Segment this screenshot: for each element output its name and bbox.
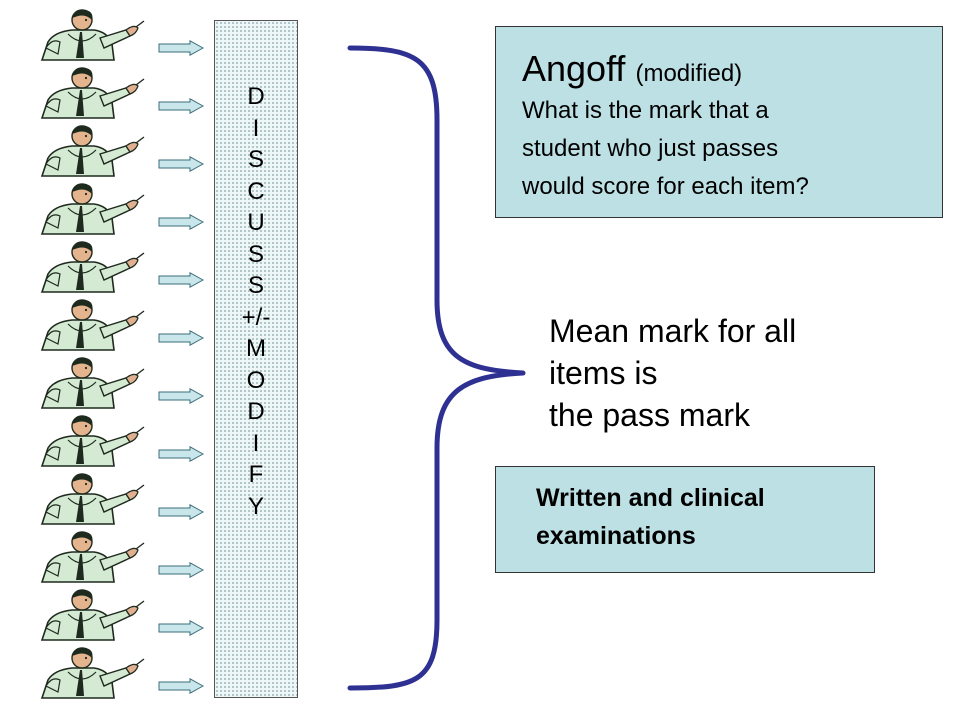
judge-presenter-icon xyxy=(38,472,146,526)
judge-presenter-icon xyxy=(38,530,146,584)
angoff-title-suffix: (modified) xyxy=(635,60,743,87)
discuss-letter: C xyxy=(247,177,265,205)
discuss-letter: S xyxy=(247,146,264,173)
right-arrow-icon xyxy=(158,387,205,405)
right-arrow-icon xyxy=(158,155,205,173)
discuss-letter: U xyxy=(247,209,265,236)
angoff-question-line: student who just passes xyxy=(522,135,779,162)
plus-minus-label: +/- xyxy=(241,303,271,331)
right-arrow-icon xyxy=(158,271,205,289)
angoff-box: Angoff (modified) What is the mark that … xyxy=(495,26,943,218)
discuss-letter: S xyxy=(247,272,264,299)
discuss-modify-column: D I S C U S S +/- M O D I F Y xyxy=(214,20,298,698)
angoff-title-text: Angoff xyxy=(522,48,626,89)
angoff-question-line: What is the mark that a xyxy=(522,97,769,124)
result-line: the pass mark xyxy=(549,397,750,433)
exam-line: examinations xyxy=(536,522,696,550)
right-arrow-icon xyxy=(158,39,205,57)
modify-letter: Y xyxy=(247,492,264,520)
discuss-letter: I xyxy=(252,114,260,142)
discuss-letter: D xyxy=(247,83,265,110)
judge-presenter-icon xyxy=(38,356,146,410)
discuss-letter: S xyxy=(247,240,264,268)
judge-presenter-icon xyxy=(38,298,146,352)
discuss-modify-letters: D I S C U S S +/- M O D I F Y xyxy=(215,81,297,522)
angoff-question-line: would score for each item? xyxy=(522,173,809,200)
brace-path xyxy=(347,45,526,691)
right-arrow-icon xyxy=(158,561,205,579)
exam-text: Written and clinical examinations xyxy=(536,479,854,555)
modify-letter: O xyxy=(246,366,266,394)
judge-presenter-icon xyxy=(38,646,146,700)
right-arrow-icon xyxy=(158,503,205,521)
right-arrow-icon xyxy=(158,329,205,347)
judge-presenter-icon xyxy=(38,414,146,468)
judge-presenter-icon xyxy=(38,588,146,642)
judge-presenter-icon xyxy=(38,66,146,120)
exam-line: Written and clinical xyxy=(536,484,765,512)
modify-letter: D xyxy=(247,398,265,425)
right-arrow-icon xyxy=(158,445,205,463)
angoff-question: What is the mark that a student who just… xyxy=(522,92,942,206)
judge-presenter-icon xyxy=(38,240,146,294)
judge-presenter-icon xyxy=(38,124,146,178)
modify-letter: F xyxy=(248,461,264,488)
angoff-title: Angoff (modified) xyxy=(522,49,942,94)
result-line: Mean mark for all xyxy=(549,313,797,349)
curly-brace-icon xyxy=(347,45,526,691)
judge-presenter-icon xyxy=(38,8,146,62)
modify-letter: I xyxy=(252,429,260,457)
pass-mark-result-text: Mean mark for all items is the pass mark xyxy=(549,310,869,436)
judge-presenter-icon xyxy=(38,182,146,236)
right-arrow-icon xyxy=(158,677,205,695)
result-line: items is xyxy=(549,355,658,391)
right-arrow-icon xyxy=(158,97,205,115)
exam-box: Written and clinical examinations xyxy=(495,466,875,573)
right-arrow-icon xyxy=(158,619,205,637)
right-arrow-icon xyxy=(158,213,205,231)
modify-letter: M xyxy=(246,335,266,362)
